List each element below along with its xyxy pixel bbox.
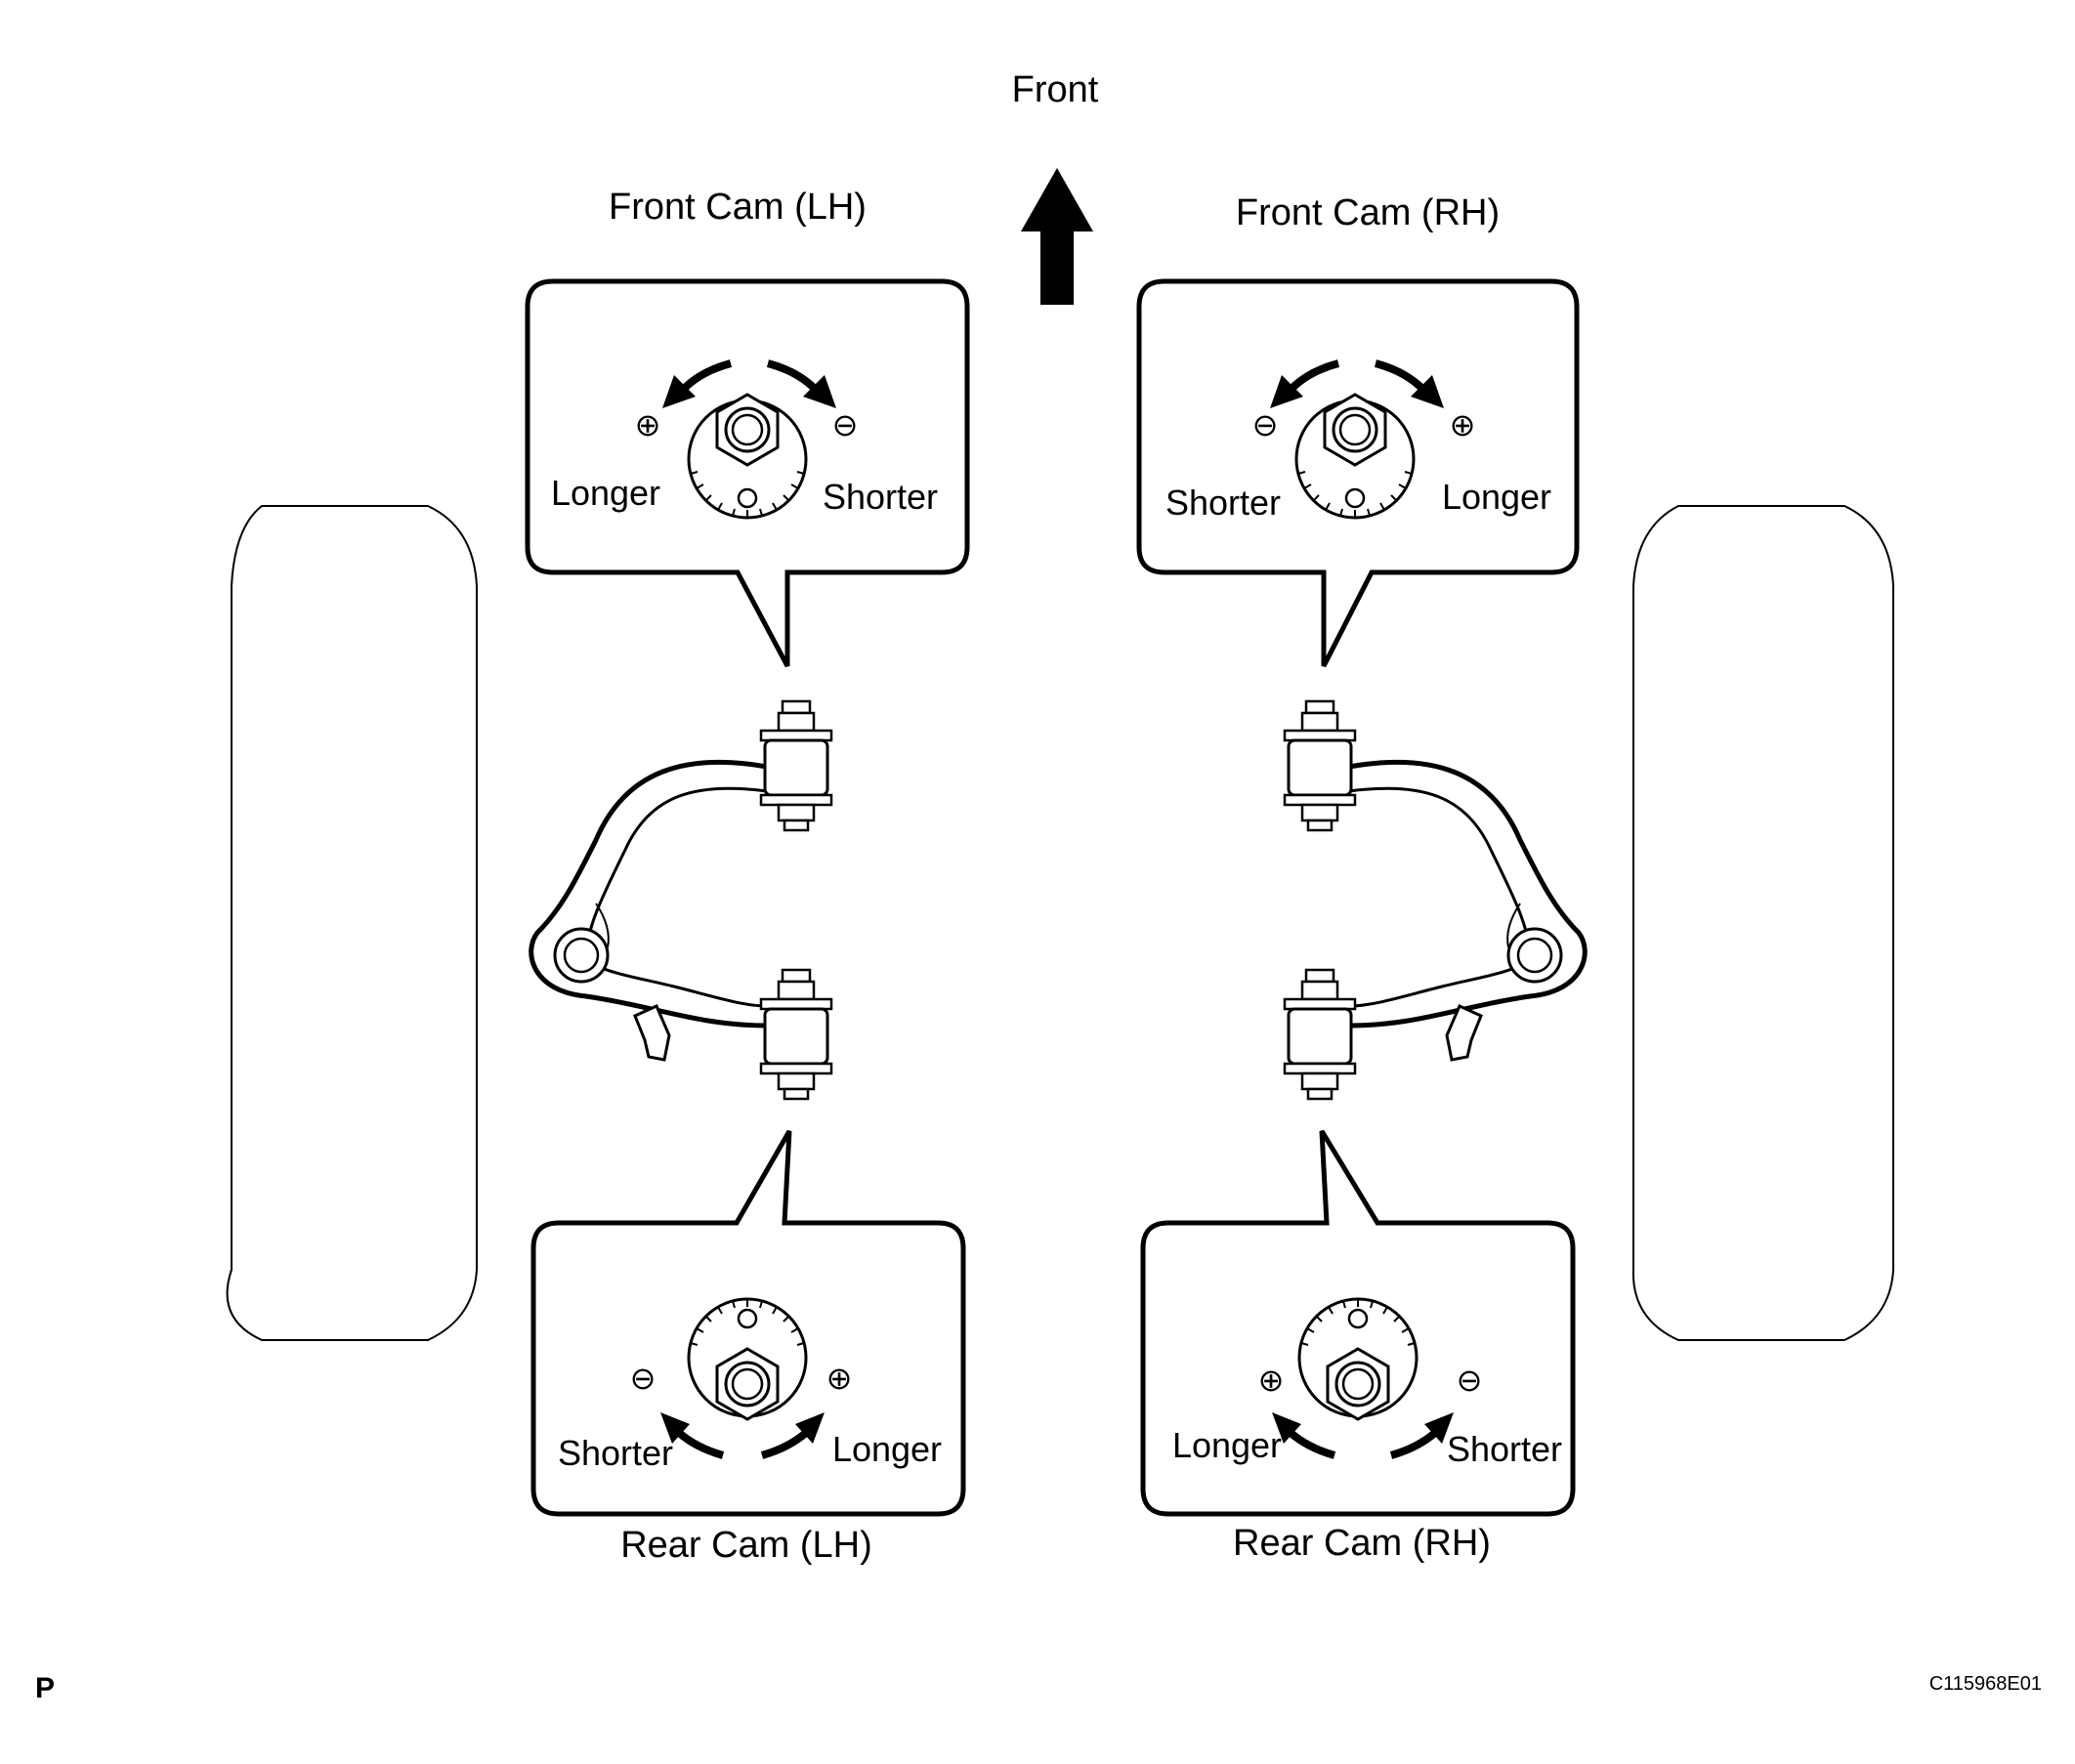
rear-cam-lh-arrow-right-icon <box>760 1428 810 1459</box>
front-cam-rh-plus-sign: ⊕ <box>1450 407 1476 442</box>
rear-cam-lh-longer-label: Longer <box>832 1429 942 1469</box>
front-cam-lh-shorter-label: Shorter <box>823 477 938 517</box>
rear-cam-lh-minus-sign: ⊖ <box>630 1361 656 1396</box>
front-cam-lh-arrow-right-icon <box>766 359 818 392</box>
rear-cam-rh-plus-sign: ⊕ <box>1258 1363 1285 1398</box>
rear-cam-rh-longer-label: Longer <box>1172 1425 1282 1465</box>
front-cam-lh-plus-sign: ⊕ <box>635 407 661 442</box>
right-tire-outline <box>1631 505 1894 1341</box>
rear-cam-lh-shorter-label: Shorter <box>558 1433 673 1473</box>
front-cam-lh-title: Front Cam (LH) <box>609 187 867 228</box>
front-cam-lh-minus-sign: ⊖ <box>832 407 859 442</box>
front-cam-lh-longer-label: Longer <box>551 473 660 513</box>
rear-cam-rh-dial <box>1297 1297 1419 1421</box>
rear-cam-lh-title: Rear Cam (LH) <box>620 1525 872 1566</box>
rear-cam-rh-shorter-label: Shorter <box>1447 1429 1562 1469</box>
front-cam-rh-shorter-label: Shorter <box>1165 483 1281 523</box>
rear-cam-lh-dial <box>687 1297 808 1421</box>
front-cam-rh-title: Front Cam (RH) <box>1236 192 1500 233</box>
rear-cam-rh-arrow-left-icon <box>1287 1428 1336 1459</box>
rear-cam-rh-minus-sign: ⊖ <box>1457 1363 1483 1398</box>
page-mark: P <box>35 1672 55 1704</box>
left-tire-outline <box>226 505 478 1341</box>
rear-cam-lh-plus-sign: ⊕ <box>826 1361 853 1396</box>
front-cam-rh-minus-sign: ⊖ <box>1252 407 1279 442</box>
front-cam-lh-arrow-left-icon <box>681 359 733 392</box>
figure-code: C115968E01 <box>1929 1673 2042 1695</box>
rear-cam-rh-title: Rear Cam (RH) <box>1233 1523 1491 1564</box>
rear-cam-rh-arrow-right-icon <box>1389 1428 1439 1459</box>
right-upper-control-arm <box>1283 699 1585 1101</box>
front-arrow-icon <box>1021 168 1093 305</box>
rear-cam-lh-arrow-left-icon <box>675 1428 725 1459</box>
front-cam-rh-longer-label: Longer <box>1442 477 1551 517</box>
left-upper-control-arm <box>531 699 833 1101</box>
front-direction-label: Front <box>1012 69 1099 110</box>
front-cam-rh-arrow-left-icon <box>1289 359 1340 392</box>
front-cam-rh-arrow-right-icon <box>1374 359 1425 392</box>
